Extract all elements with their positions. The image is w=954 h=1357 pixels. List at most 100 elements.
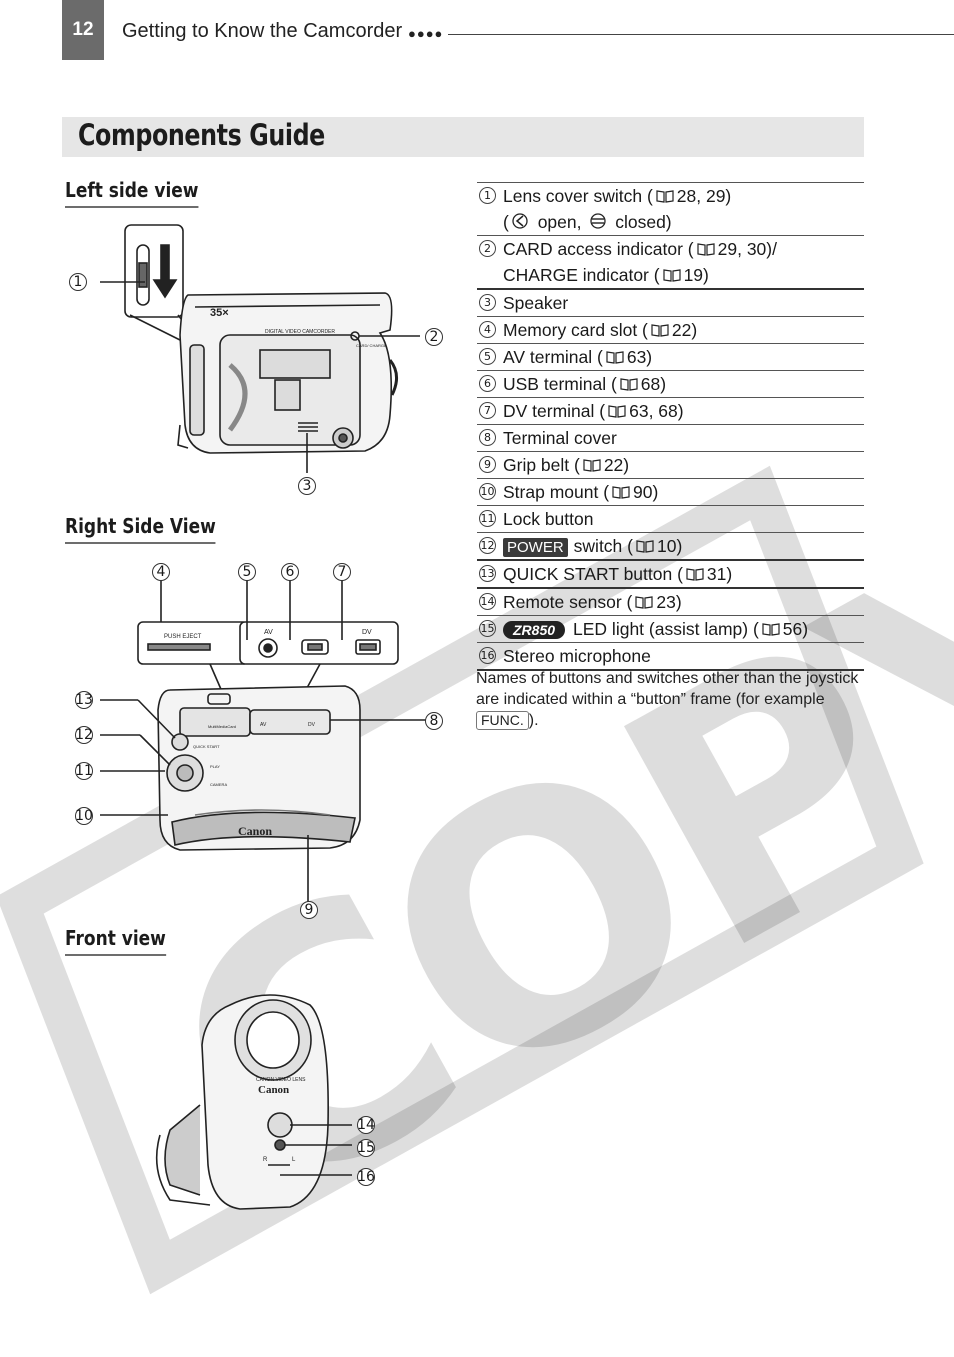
item-number: 16: [479, 647, 496, 664]
item-label: Terminal cover: [503, 428, 617, 448]
callout-7: 7: [333, 563, 351, 581]
list-item: 6 USB terminal (68): [477, 371, 864, 398]
item-number: 11: [479, 510, 496, 527]
note-text: Names of buttons and switches other than…: [476, 670, 859, 708]
book-icon: [762, 623, 780, 636]
book-icon: [635, 596, 653, 609]
item-label: open,: [532, 212, 587, 232]
running-title: Getting to Know the Camcorder: [122, 20, 403, 42]
book-icon: [662, 269, 681, 282]
item-number: 9: [479, 456, 496, 473]
callout-4: 4: [152, 563, 170, 581]
list-item: 3 Speaker: [477, 290, 864, 317]
book-icon: [620, 378, 638, 391]
callout-2: 2: [425, 328, 443, 346]
digital-video-label: DIGITAL VIDEO CAMCORDER: [265, 329, 335, 335]
list-item: 9 Grip belt (22): [477, 452, 864, 479]
list-item: 1 Lens cover switch (28, 29) ( open, clo…: [477, 183, 864, 236]
item-label: Strap mount (: [503, 482, 610, 502]
button-frame-note: Names of buttons and switches other than…: [476, 668, 864, 731]
mic-l-label: L: [292, 1157, 296, 1163]
quick-start-label: QUICK START: [193, 744, 220, 749]
item-label: Speaker: [503, 293, 569, 313]
book-icon: [651, 324, 669, 337]
callout-3: 3: [298, 477, 316, 495]
callout-13: 13: [75, 691, 93, 709]
item-ref: 22): [603, 455, 630, 475]
title-bar: Components Guide: [62, 117, 864, 157]
item-text: CARD access indicator (29, 30)/ CHARGE i…: [503, 236, 777, 288]
func-button-frame: FUNC.: [476, 711, 529, 730]
callout-8: 8: [425, 712, 443, 730]
terminal-dv-label: DV: [308, 722, 316, 728]
item-label: switch (: [573, 536, 633, 556]
closed-icon: [590, 213, 607, 229]
push-eject-label: PUSH EJECT: [164, 634, 202, 640]
item-label: Lock button: [503, 509, 594, 529]
list-item: 10 Strap mount (90): [477, 479, 864, 506]
item-ref: 19): [683, 265, 709, 285]
book-icon: [612, 486, 630, 499]
item-number: 3: [479, 294, 496, 311]
item-label: CARD access indicator (: [503, 239, 694, 259]
item-ref: 23): [656, 592, 682, 612]
parts-list: 1 Lens cover switch (28, 29) ( open, clo…: [477, 182, 864, 671]
av-label: AV: [264, 629, 273, 636]
list-item: 2 CARD access indicator (29, 30)/ CHARGE…: [477, 236, 864, 290]
item-label: (: [503, 212, 509, 232]
list-item: 16 Stereo microphone: [477, 643, 864, 671]
list-item: 4 Memory card slot (22): [477, 317, 864, 344]
list-item: 14 Remote sensor (23): [477, 589, 864, 616]
header-rule: [448, 34, 954, 35]
front-canon-logo: Canon: [258, 1084, 289, 1096]
item-label: LED light (assist lamp) (: [573, 619, 759, 639]
header-dots: ●●●●: [408, 26, 444, 41]
book-icon: [656, 190, 674, 203]
dv-label: DV: [362, 629, 372, 636]
canon-logo: Canon: [238, 824, 272, 838]
item-ref: 63, 68): [629, 401, 684, 421]
book-icon: [636, 540, 654, 553]
item-number: 8: [479, 429, 496, 446]
book-icon: [608, 405, 626, 418]
item-ref: 63): [626, 347, 653, 367]
mic-r-label: R: [263, 1157, 268, 1163]
callout-6: 6: [281, 563, 299, 581]
item-label: QUICK START button (: [503, 564, 683, 584]
card-charge-label: CARD/ CHARGE: [356, 343, 387, 348]
callout-14: 14: [357, 1116, 375, 1134]
callout-1: 1: [69, 273, 87, 291]
zoom-label: 35×: [210, 307, 229, 319]
callout-11: 11: [75, 762, 93, 780]
item-label: AV terminal (: [503, 347, 603, 367]
book-icon: [686, 568, 704, 581]
item-number: 7: [479, 402, 496, 419]
camera-label: CAMERA: [210, 782, 227, 787]
item-label: USB terminal (: [503, 374, 617, 394]
list-item: 11 Lock button: [477, 506, 864, 533]
list-item: 13 QUICK START button (31): [477, 561, 864, 589]
item-ref: 31): [706, 564, 733, 584]
book-icon: [606, 351, 624, 364]
item-label: Remote sensor (: [503, 592, 633, 612]
right-side-view-illustration: PUSH EJECT AV DV MultiMediaCard QUICK ST…: [100, 580, 426, 902]
item-ref: 56): [782, 619, 809, 639]
page-title: Components Guide: [78, 118, 325, 152]
book-icon: [697, 243, 715, 256]
item-label: Memory card slot (: [503, 320, 648, 340]
front-view-illustration: Canon CANON VIDEO LENS R L: [155, 994, 352, 1210]
item-label: closed): [610, 212, 672, 232]
item-label: CHARGE indicator (: [503, 265, 660, 285]
callout-10: 10: [75, 807, 93, 825]
page-number: 12: [62, 0, 104, 60]
item-label: Stereo microphone: [503, 646, 651, 666]
callout-5: 5: [238, 563, 256, 581]
section-left-side-view: Left side view: [65, 178, 199, 208]
note-end: ).: [528, 712, 539, 729]
terminal-av-label: AV: [260, 722, 267, 728]
item-label: DV terminal (: [503, 401, 606, 421]
open-icon: [512, 213, 528, 229]
item-number: 12: [479, 537, 496, 554]
